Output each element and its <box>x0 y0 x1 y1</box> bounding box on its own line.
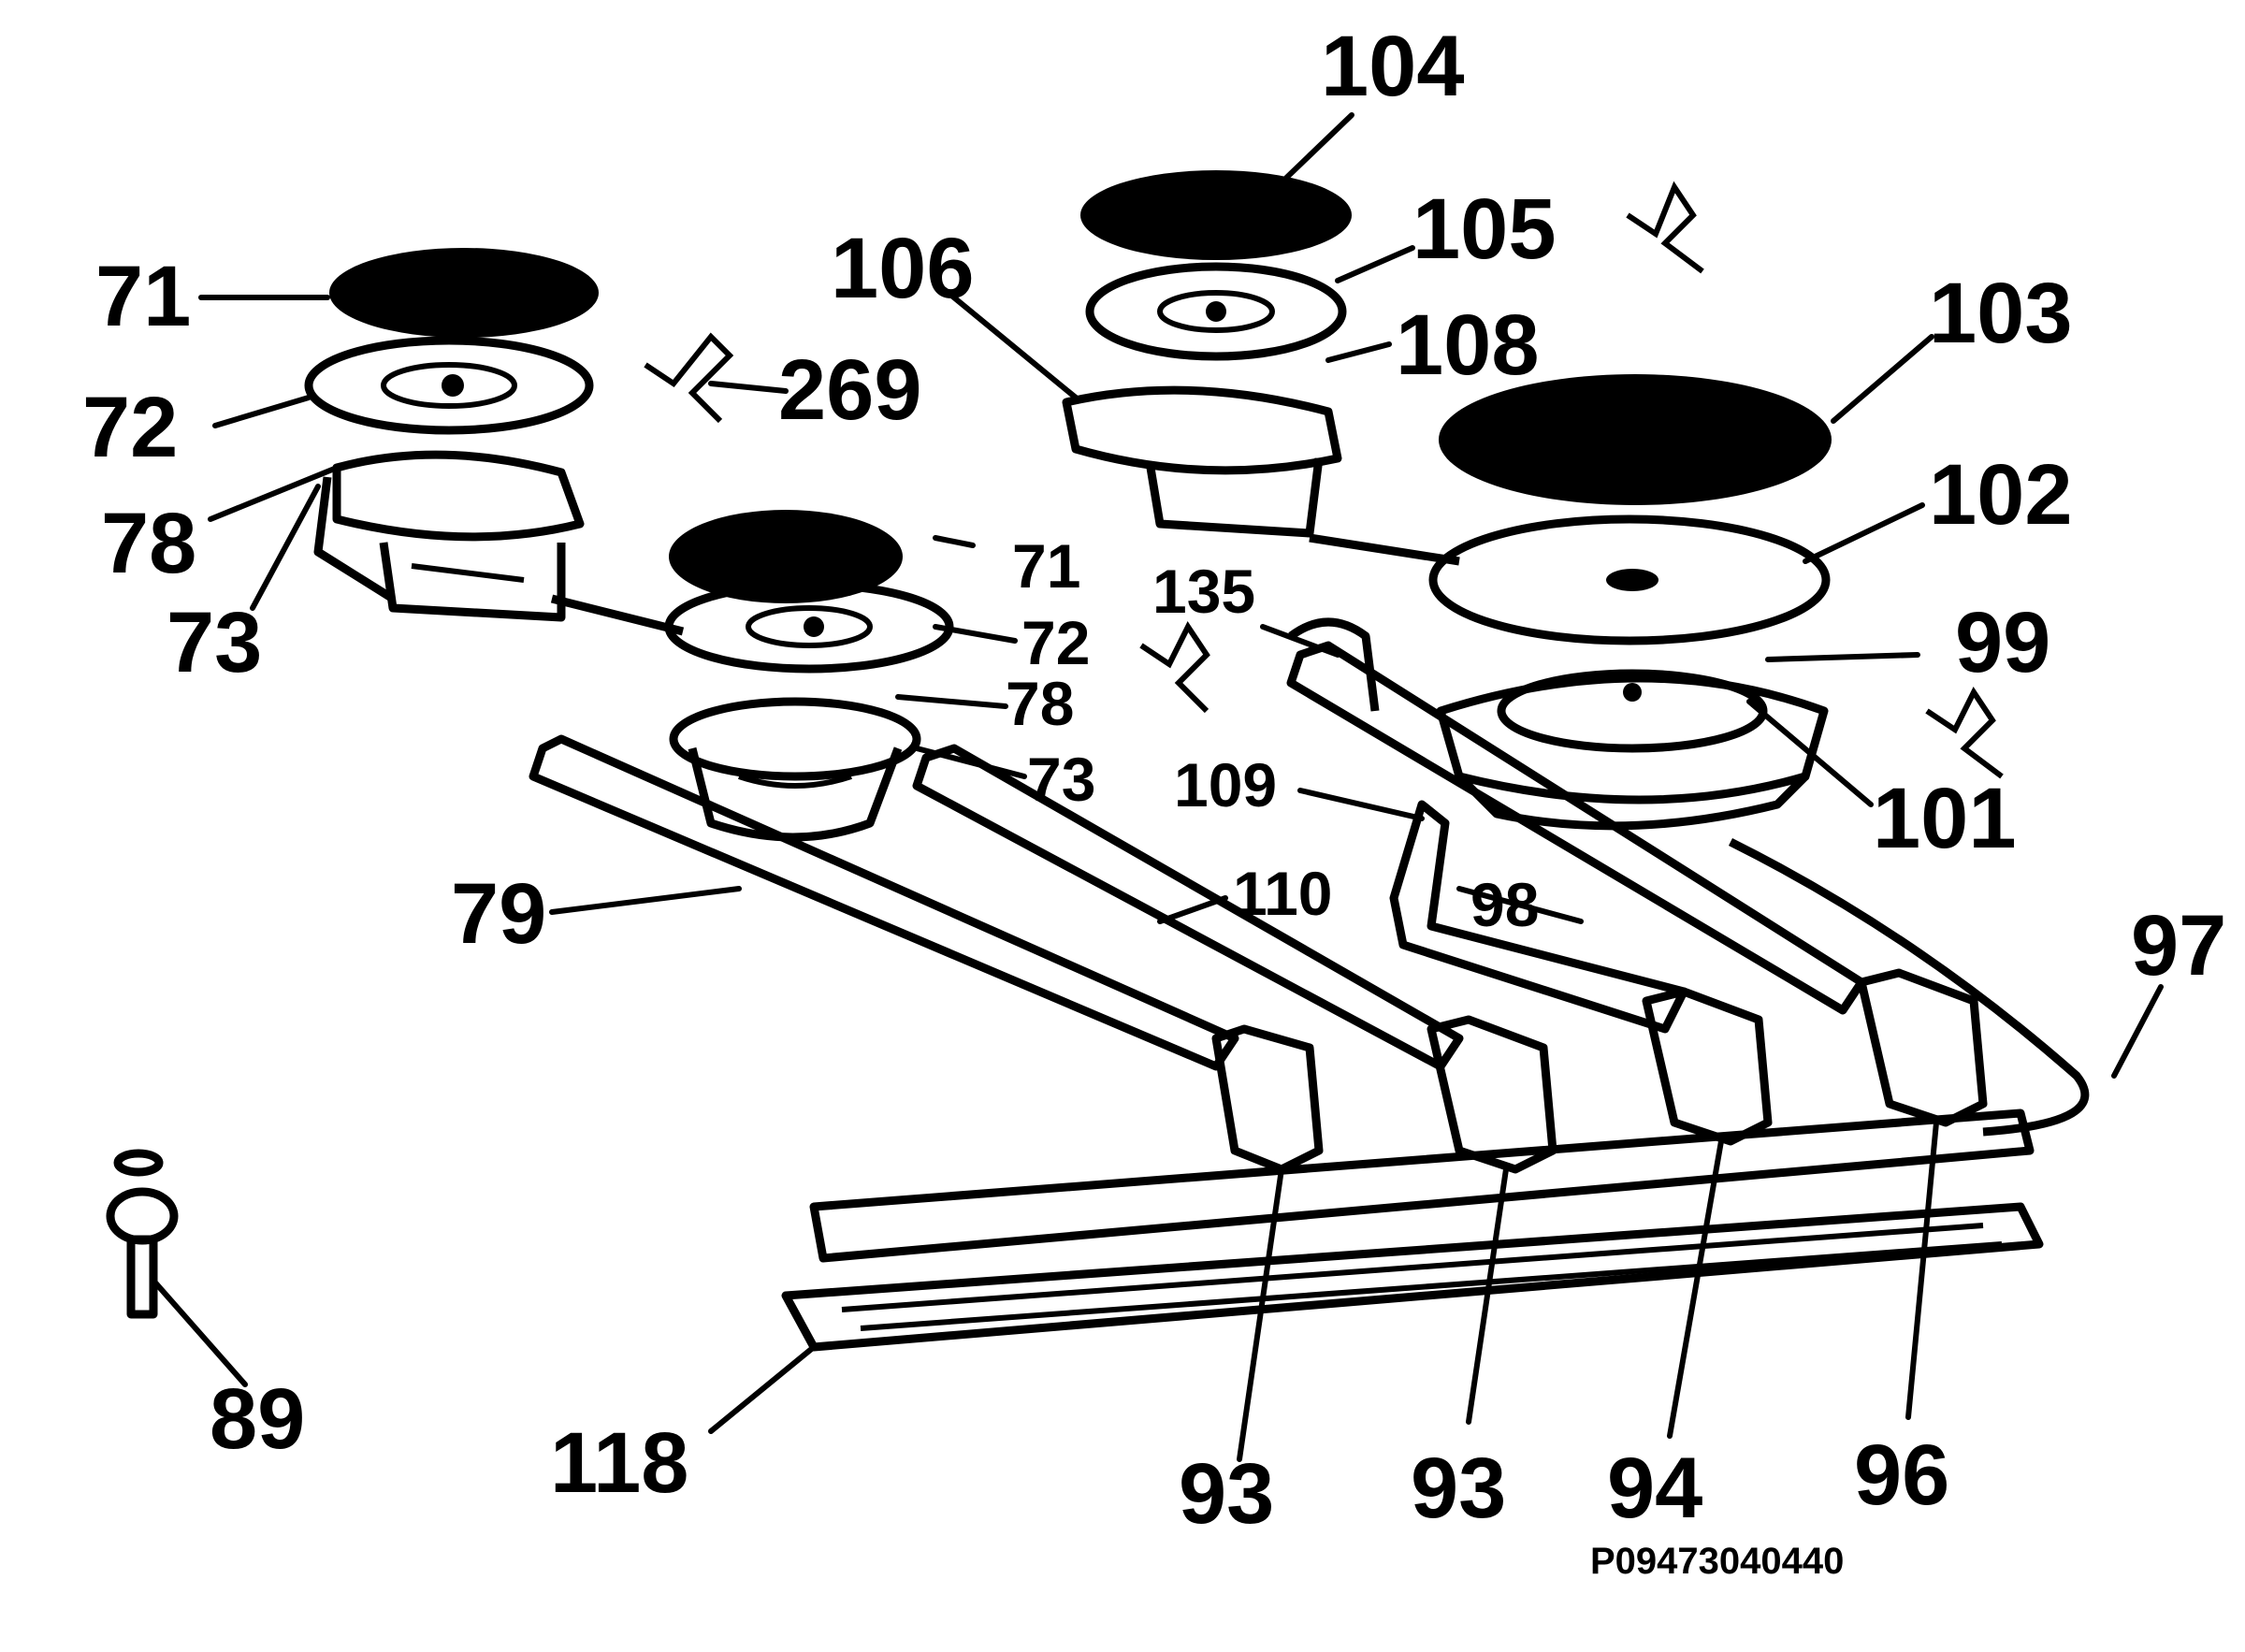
label-135: 135 <box>1152 557 1255 626</box>
label-78-rear: 78 <box>101 496 196 591</box>
manifold-bar <box>809 1109 2035 1263</box>
pipe-109 <box>1389 800 1688 1034</box>
pipe-135 <box>1288 617 1380 712</box>
part-89 <box>106 1149 179 1319</box>
gas-pipes <box>529 533 2090 1137</box>
gas-manifold <box>781 1109 2044 1352</box>
burner-cap-71 <box>329 248 599 338</box>
burner-crown-72 <box>304 336 594 435</box>
label-104: 104 <box>1321 19 1465 114</box>
label-79: 79 <box>451 866 546 962</box>
burner-crown-105 <box>1085 262 1347 361</box>
label-109: 109 <box>1174 750 1277 819</box>
label-72-rear: 72 <box>82 380 178 475</box>
burner-crown-102 <box>1428 514 1831 645</box>
label-101: 101 <box>1873 771 2017 866</box>
burner-center-rear <box>1062 170 1352 538</box>
label-269: 269 <box>778 342 922 438</box>
label-106: 106 <box>831 221 975 316</box>
label-73-front: 73 <box>1027 745 1095 814</box>
burner-left-front <box>664 510 954 842</box>
label-96: 96 <box>1854 1427 1949 1523</box>
burner-cup-78 <box>332 450 585 542</box>
burner-left-rear <box>304 248 599 622</box>
label-78-front: 78 <box>1006 669 1074 738</box>
clip-symbols <box>644 181 2004 779</box>
valve-94 <box>1642 987 1773 1146</box>
label-99: 99 <box>1955 595 2050 690</box>
burner-cap-71b <box>669 510 903 603</box>
label-93-left: 93 <box>1179 1446 1274 1542</box>
callout-labels: 71 72 78 73 269 106 104 105 108 103 102 … <box>82 19 2226 1542</box>
label-98: 98 <box>1470 870 1539 939</box>
leader-lines <box>152 112 2164 1462</box>
knob-rail-118 <box>781 1202 2044 1352</box>
burner-right-large <box>1428 374 1832 831</box>
burner-cap-103 <box>1439 374 1832 505</box>
label-102: 102 <box>1929 447 2073 543</box>
burner-cap-104 <box>1080 170 1352 260</box>
label-89: 89 <box>210 1371 305 1467</box>
burner-cup-78b <box>669 697 921 781</box>
label-73-rear: 73 <box>167 595 262 690</box>
drawing-code: P09473040440 <box>1590 1541 1844 1582</box>
label-105: 105 <box>1412 181 1557 277</box>
pipe-110 <box>912 744 1464 1071</box>
label-94: 94 <box>1607 1441 1702 1536</box>
label-110: 110 <box>1233 859 1332 928</box>
pipe-79 <box>529 734 1239 1071</box>
gas-valves <box>1211 968 1988 1174</box>
label-71-front: 71 <box>1012 531 1080 601</box>
label-118: 118 <box>550 1415 688 1511</box>
label-72-front: 72 <box>1021 608 1090 677</box>
clip-269 <box>644 332 734 424</box>
label-93-right: 93 <box>1411 1441 1506 1536</box>
label-71-rear: 71 <box>95 249 191 344</box>
valve-93a <box>1211 1024 1324 1174</box>
label-108: 108 <box>1396 297 1540 393</box>
burner-cup-108 <box>1062 385 1342 475</box>
label-97: 97 <box>2131 898 2226 993</box>
valve-96 <box>1857 968 1988 1127</box>
pipe-97 <box>1728 837 2090 1137</box>
label-103: 103 <box>1929 266 2073 361</box>
